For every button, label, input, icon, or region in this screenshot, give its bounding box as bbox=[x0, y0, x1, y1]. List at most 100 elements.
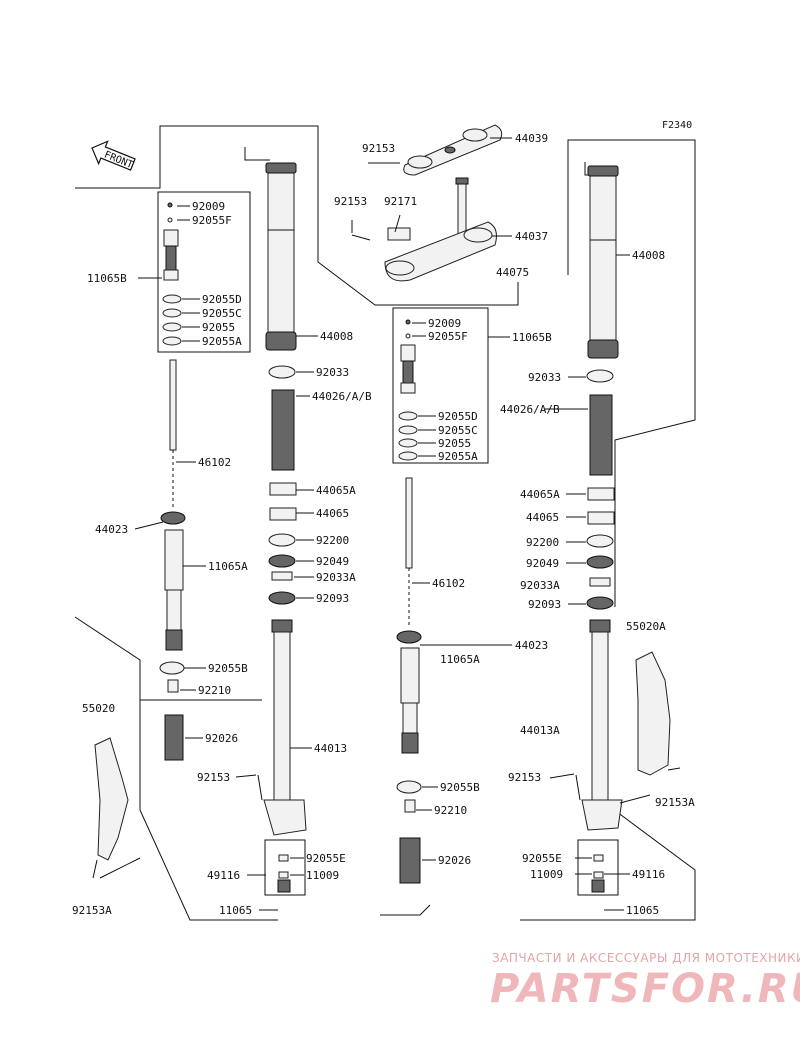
spring-stack-right bbox=[586, 369, 615, 610]
part-labels: 44039 92153 92153 92171 44037 44075 4400… bbox=[72, 132, 695, 917]
label-11065-left: 11065 bbox=[219, 904, 252, 917]
damper-base-left bbox=[277, 854, 291, 893]
fork-tube-left bbox=[265, 162, 297, 351]
damper-rod-left bbox=[169, 359, 177, 510]
label-92055b-mid: 92055B bbox=[440, 781, 480, 794]
boundary-mid-left bbox=[74, 616, 262, 701]
label-92171: 92171 bbox=[384, 195, 417, 208]
label-92055a-left: 92055A bbox=[202, 335, 242, 348]
label-55020a: 55020A bbox=[626, 620, 666, 633]
damper-base-right bbox=[591, 854, 605, 893]
label-92093-left: 92093 bbox=[316, 592, 349, 605]
label-44065-right: 44065 bbox=[526, 511, 559, 524]
label-92009-left: 92009 bbox=[192, 200, 225, 213]
watermark: ЗАПЧАСТИ И АКСЕССУАРЫ ДЛЯ МОТОТЕХНИКИ PA… bbox=[490, 951, 800, 1012]
label-92026-left: 92026 bbox=[205, 732, 238, 745]
label-44039: 44039 bbox=[515, 132, 548, 145]
label-92055-left: 92055 bbox=[202, 321, 235, 334]
boundary-bottom-right bbox=[520, 802, 696, 921]
box-49116-right bbox=[577, 839, 619, 896]
label-92055e-right: 92055E bbox=[522, 852, 562, 865]
cartridge-mid bbox=[396, 630, 422, 884]
watermark-tagline: ЗАПЧАСТИ И АКСЕССУАРЫ ДЛЯ МОТОТЕХНИКИ bbox=[492, 951, 800, 965]
label-92055a-mid: 92055A bbox=[438, 450, 478, 463]
label-92153a-right: 92153A bbox=[655, 796, 695, 809]
label-44075: 44075 bbox=[496, 266, 529, 279]
label-92033a-left: 92033A bbox=[316, 571, 356, 584]
fork-tube-right bbox=[587, 165, 619, 359]
label-92153-lower-right: 92153 bbox=[508, 771, 541, 784]
label-44065-left: 44065 bbox=[316, 507, 349, 520]
label-44065a-right: 44065A bbox=[520, 488, 560, 501]
boundary-bottom-mid bbox=[380, 904, 431, 916]
boundary-bottom-left bbox=[139, 700, 278, 921]
fork-guard-left bbox=[92, 737, 129, 879]
box-49116-left bbox=[264, 839, 306, 896]
cartridge-cap-mid bbox=[398, 319, 418, 461]
label-92055f-left: 92055F bbox=[192, 214, 232, 227]
bracket-left-tube bbox=[244, 147, 270, 161]
cartridge-cap-left bbox=[162, 202, 182, 346]
label-92055c-mid: 92055C bbox=[438, 424, 478, 437]
label-92055c-left: 92055C bbox=[202, 307, 242, 320]
label-44013a: 44013A bbox=[520, 724, 560, 737]
label-44026-left: 44026/A/B bbox=[312, 390, 372, 403]
label-46102-mid: 46102 bbox=[432, 577, 465, 590]
label-44037: 44037 bbox=[515, 230, 548, 243]
box-11065b-left bbox=[157, 191, 251, 353]
label-11065b-left: 11065B bbox=[87, 272, 127, 285]
label-44008-right: 44008 bbox=[632, 249, 665, 262]
label-44065a-left: 44065A bbox=[316, 484, 356, 497]
label-92055f-mid: 92055F bbox=[428, 330, 468, 343]
label-92033-left: 92033 bbox=[316, 366, 349, 379]
boundary-top-left bbox=[75, 125, 519, 306]
label-92033a-right: 92033A bbox=[520, 579, 560, 592]
label-92200-right: 92200 bbox=[526, 536, 559, 549]
box-11065b-mid bbox=[392, 307, 489, 464]
label-92153a-left: 92153A bbox=[72, 904, 112, 917]
fork-guard-right bbox=[635, 651, 681, 776]
bolt-92153-mid bbox=[351, 234, 371, 241]
watermark-brand: PARTSFOR.RU bbox=[490, 966, 800, 1012]
label-92049-left: 92049 bbox=[316, 555, 349, 568]
damper-rod-mid bbox=[405, 477, 413, 625]
label-92055-mid: 92055 bbox=[438, 437, 471, 450]
spring-stack-left bbox=[268, 365, 297, 605]
label-44023-mid: 44023 bbox=[515, 639, 548, 652]
label-44023-left: 44023 bbox=[95, 523, 128, 536]
label-46102-left: 46102 bbox=[198, 456, 231, 469]
label-92055b-left: 92055B bbox=[208, 662, 248, 675]
label-55020: 55020 bbox=[82, 702, 115, 715]
label-49116-right: 49116 bbox=[632, 868, 665, 881]
leader-lines bbox=[99, 137, 651, 911]
lower-triple-clamp bbox=[384, 221, 497, 282]
assembly-boundaries bbox=[74, 125, 696, 921]
figure-code: F2340 bbox=[662, 120, 692, 131]
cartridge-left bbox=[159, 511, 186, 761]
label-92055d-mid: 92055D bbox=[438, 410, 478, 423]
upper-triple-clamp bbox=[403, 124, 503, 176]
label-44008-left: 44008 bbox=[320, 330, 353, 343]
label-92210-mid: 92210 bbox=[434, 804, 467, 817]
front-arrow-icon: FRONT bbox=[91, 140, 136, 171]
label-92093-right: 92093 bbox=[528, 598, 561, 611]
boundary-top-right bbox=[567, 139, 696, 607]
label-11065-right: 11065 bbox=[626, 904, 659, 917]
label-92200-left: 92200 bbox=[316, 534, 349, 547]
label-92153-top: 92153 bbox=[362, 142, 395, 155]
label-11065b-mid: 11065B bbox=[512, 331, 552, 344]
outer-tube-left bbox=[257, 619, 307, 836]
label-49116-left: 49116 bbox=[207, 869, 240, 882]
label-92055d-left: 92055D bbox=[202, 293, 242, 306]
label-92049-right: 92049 bbox=[526, 557, 559, 570]
label-44013-left: 44013 bbox=[314, 742, 347, 755]
outer-tube-right bbox=[575, 619, 623, 831]
label-11009-right: 11009 bbox=[530, 868, 563, 881]
label-44026-right: 44026/A/B bbox=[500, 403, 560, 416]
label-92153-mid: 92153 bbox=[334, 195, 367, 208]
label-11065a-left: 11065A bbox=[208, 560, 248, 573]
label-92009-mid: 92009 bbox=[428, 317, 461, 330]
label-11009-left: 11009 bbox=[306, 869, 339, 882]
label-92033-right: 92033 bbox=[528, 371, 561, 384]
